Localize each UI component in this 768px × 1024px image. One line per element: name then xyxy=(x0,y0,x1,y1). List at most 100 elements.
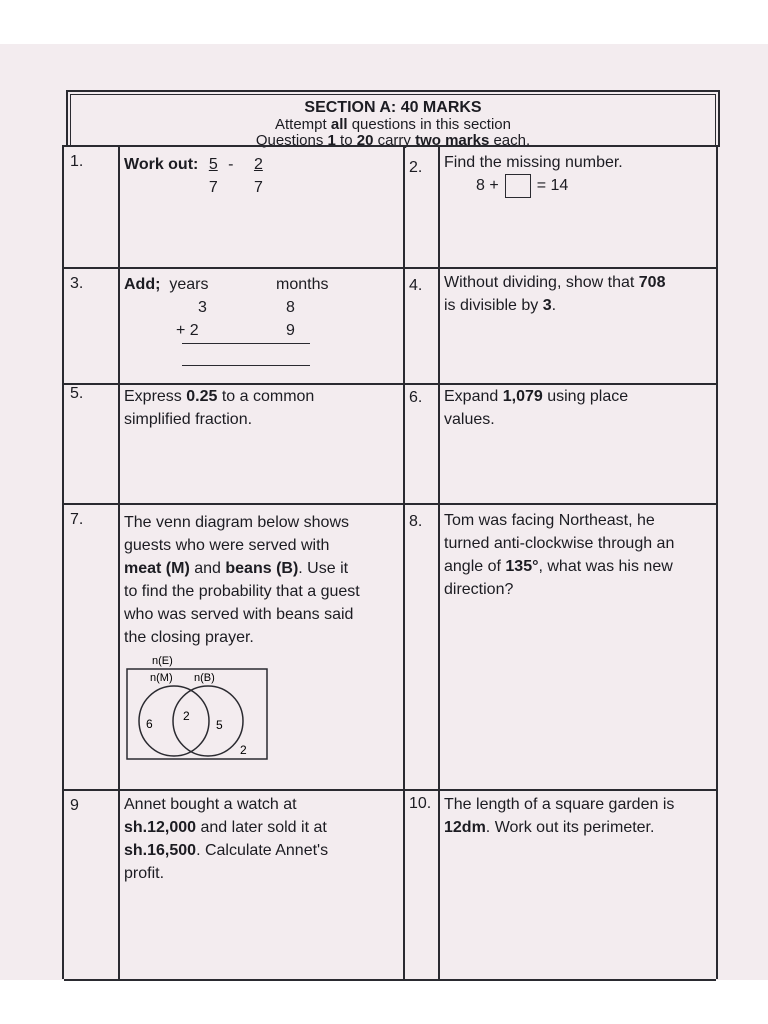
question-8-line: angle of xyxy=(444,558,506,575)
question-7-line: guests who were served with xyxy=(124,537,330,554)
column-months: months xyxy=(276,276,329,293)
equation: 8 + = 14 xyxy=(444,174,623,198)
question-number: 10. xyxy=(409,795,432,812)
question-9-price: sh.16,500 xyxy=(124,842,197,859)
question-9-line: profit. xyxy=(124,865,165,882)
question-7-text: The venn diagram below shows guests who … xyxy=(124,511,399,649)
column-divider xyxy=(403,147,405,979)
question-2-text: Find the missing number. 8 + = 14 xyxy=(444,151,623,198)
fraction-b-numerator: 2 xyxy=(253,156,263,173)
question-number: 6. xyxy=(409,389,423,406)
question-4-line: . xyxy=(551,297,557,314)
question-number: 1. xyxy=(70,153,84,170)
section-instruction-1: Attempt all questions in this section xyxy=(71,117,715,133)
question-4-line: is divisible by xyxy=(444,297,543,314)
question-4-divisor: 3 xyxy=(542,297,552,314)
question-row-5: 9 Annet bought a watch at sh.12,000 and … xyxy=(64,791,716,981)
set-beans-label: beans (B) xyxy=(225,560,299,577)
question-7-line: who was served with beans said xyxy=(124,606,354,623)
minus-sign: - xyxy=(228,156,234,173)
question-6-line: values. xyxy=(444,411,495,428)
answer-box[interactable] xyxy=(504,174,531,198)
question-4-number: 708 xyxy=(638,274,666,291)
question-5-line: to a common xyxy=(217,388,315,405)
exam-paper xyxy=(0,44,768,980)
section-header: SECTION A: 40 MARKS Attempt all question… xyxy=(66,90,720,149)
question-number: 9 xyxy=(70,797,79,814)
instruction-text: Attempt xyxy=(275,116,331,133)
question-4-text: Without dividing, show that 708 is divis… xyxy=(444,271,714,317)
question-7-line: . Use it xyxy=(298,560,349,577)
venn-both: 2 xyxy=(183,709,190,723)
question-1-label: Work out: xyxy=(124,156,199,173)
question-5-decimal: 0.25 xyxy=(186,388,218,405)
venn-only-meat: 6 xyxy=(146,717,153,731)
question-9-cost: sh.12,000 xyxy=(124,819,197,836)
question-6-text: Expand 1,079 using place values. xyxy=(444,385,714,431)
section-title: SECTION A: 40 MARKS xyxy=(304,99,482,116)
instruction-text: to xyxy=(335,132,357,149)
equation-left: 8 + xyxy=(476,177,499,195)
answer-line-bottom xyxy=(182,365,310,366)
question-4-line: Without dividing, show that xyxy=(444,274,639,291)
answer-line-top xyxy=(182,343,310,344)
venn-m-label: n(M) xyxy=(150,672,173,684)
question-3-text: Add; years months 3 8 + 2 9 xyxy=(124,273,394,342)
question-5-line: simplified fraction. xyxy=(124,411,253,428)
question-7-line: the closing prayer. xyxy=(124,629,254,646)
question-8-line: , what was his new xyxy=(538,558,673,575)
question-5-line: Express xyxy=(124,388,187,405)
fraction-a-denominator: 7 xyxy=(208,179,218,196)
instruction-text: Questions xyxy=(255,132,328,149)
venn-circle-meat xyxy=(138,685,210,757)
instruction-text: carry xyxy=(373,132,416,149)
months-value-2: 9 xyxy=(286,322,295,339)
question-row-3: 5. Express 0.25 to a common simplified f… xyxy=(64,385,716,505)
instruction-bold: two marks xyxy=(415,132,490,149)
question-number: 2. xyxy=(409,159,423,176)
venn-b-label: n(B) xyxy=(194,672,215,684)
question-number: 5. xyxy=(70,385,84,402)
question-9-line: . Calculate Annet's xyxy=(196,842,329,859)
instruction-text: each. xyxy=(489,132,531,149)
equation-right: = 14 xyxy=(536,177,569,195)
venn-circle-beans xyxy=(172,685,244,757)
question-2-prompt: Find the missing number. xyxy=(444,154,623,171)
venn-diagram: n(E) n(M) n(B) 6 2 5 2 xyxy=(126,655,268,760)
question-number: 7. xyxy=(70,511,84,528)
years-value-1: 3 xyxy=(198,299,207,316)
question-10-line: The length of a square garden is xyxy=(444,796,675,813)
section-header-frame: SECTION A: 40 MARKS Attempt all question… xyxy=(70,94,716,149)
venn-only-beans: 5 xyxy=(216,718,223,732)
instruction-bold: 1 xyxy=(327,132,336,149)
question-7-line: to find the probability that a guest xyxy=(124,583,360,600)
question-8-text: Tom was facing Northeast, he turned anti… xyxy=(444,509,719,601)
question-8-line: Tom was facing Northeast, he xyxy=(444,512,655,529)
question-row-4: 7. The venn diagram below shows guests w… xyxy=(64,505,716,791)
question-9-line: Annet bought a watch at xyxy=(124,796,297,813)
question-7-line: The venn diagram below shows xyxy=(124,514,350,531)
column-divider xyxy=(438,147,440,979)
question-10-line: . Work out its perimeter. xyxy=(485,819,655,836)
question-5-text: Express 0.25 to a common simplified frac… xyxy=(124,385,394,431)
years-value-2: + 2 xyxy=(176,322,199,339)
question-8-line: turned anti-clockwise through an xyxy=(444,535,675,552)
column-years: years xyxy=(169,276,209,293)
venn-outside: 2 xyxy=(240,743,247,757)
question-8-angle: 135° xyxy=(505,558,539,575)
question-6-line: using place xyxy=(542,388,629,405)
question-10-length: 12dm xyxy=(444,819,486,836)
instruction-bold: 20 xyxy=(356,132,374,149)
section-instruction-2: Questions 1 to 20 carry two marks each. xyxy=(71,133,715,149)
venn-universal-set xyxy=(126,668,268,760)
months-value-1: 8 xyxy=(286,299,295,316)
fraction-a-numerator: 5 xyxy=(208,156,218,173)
venn-universe-label: n(E) xyxy=(152,655,173,667)
question-3-label: Add; xyxy=(124,276,161,293)
